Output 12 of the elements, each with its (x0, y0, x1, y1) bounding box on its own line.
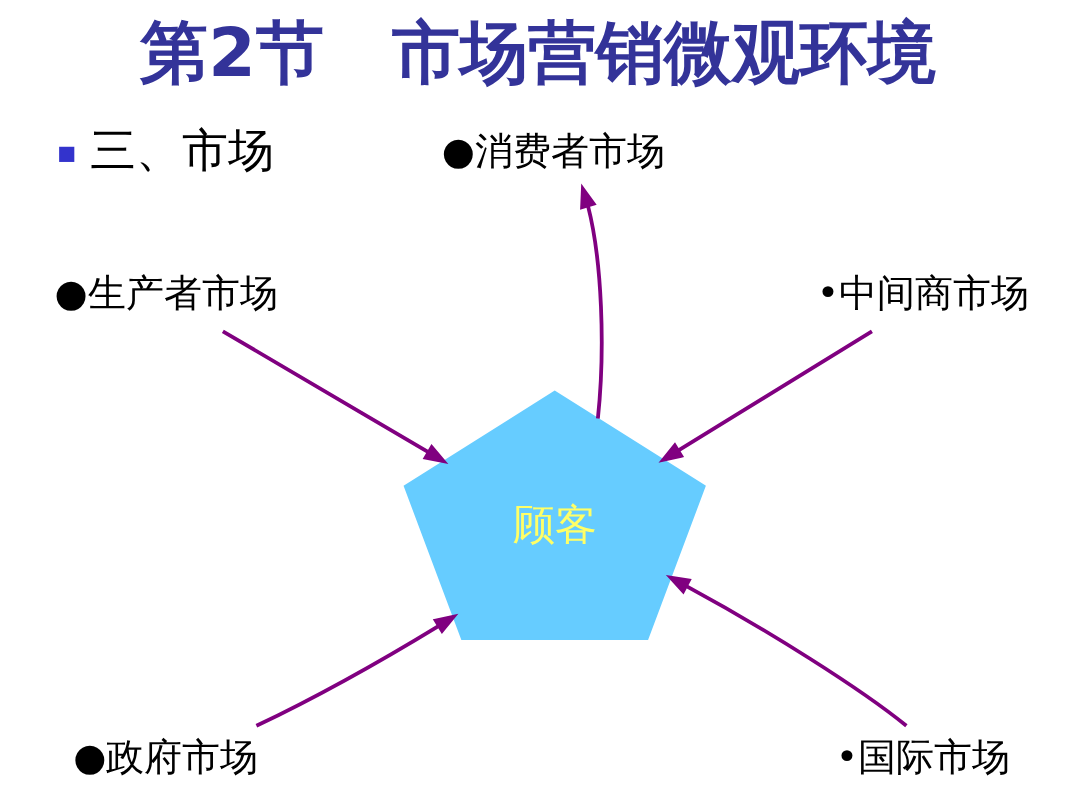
arrow (580, 183, 604, 419)
node-text: ●生产者市场 (54, 271, 278, 316)
arrow (665, 575, 908, 728)
label: 三、市场 (89, 124, 274, 178)
node-text: ●政府市场 (73, 734, 259, 779)
node-text: •国际市场 (835, 734, 1011, 779)
diagram-title: 第2节 市场营销微观环境 (140, 13, 936, 93)
arrow (221, 329, 449, 464)
arrow (658, 329, 873, 463)
node-text: •中间商市场 (816, 271, 1030, 316)
node-text: ●消费者市场 (441, 128, 665, 173)
arrow (255, 613, 459, 728)
